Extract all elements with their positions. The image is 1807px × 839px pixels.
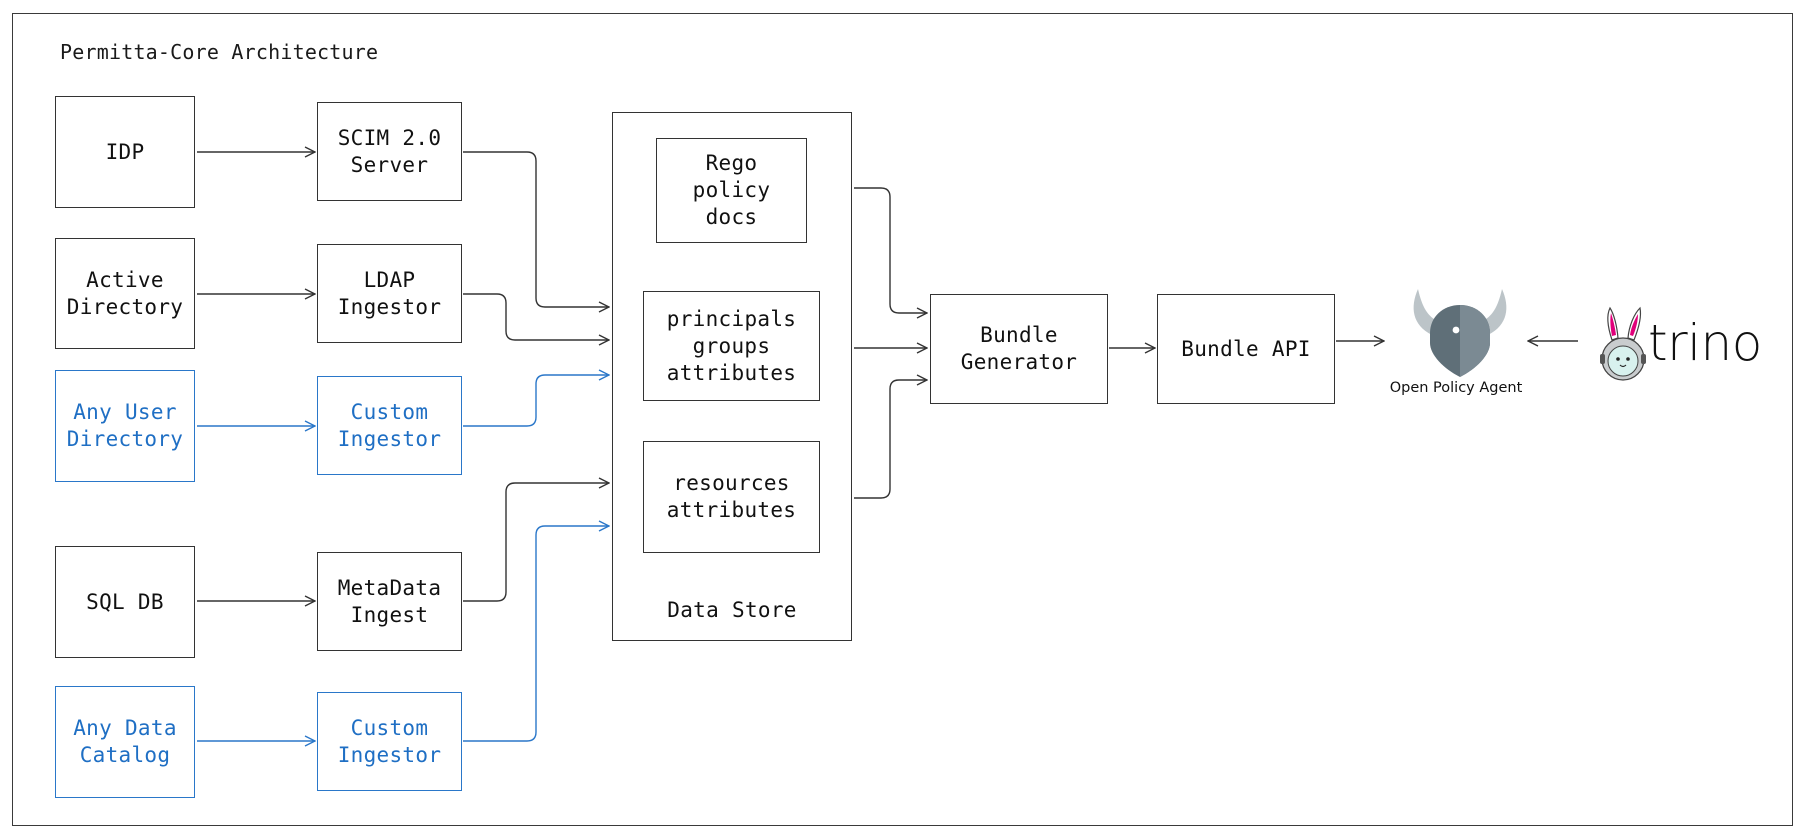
any-user-directory-label: Any User Directory [66,400,184,451]
sql-db-box: SQL DB [55,546,195,658]
any-data-catalog-label: Any Data Catalog [73,716,177,767]
idp-label: IDP [105,139,145,164]
scim-server-box: SCIM 2.0 Server [317,102,462,201]
rego-policy-docs-label: Rego policy docs [692,151,771,229]
arrow-customcatalog-to-store [463,526,609,742]
principals-box: principals groups attributes [643,291,820,401]
scim-server-label: SCIM 2.0 Server [337,125,442,177]
custom-catalog-ingestor-box: Custom Ingestor [317,692,462,791]
idp-box: IDP [55,96,195,208]
custom-catalog-ingestor-label: Custom Ingestor [337,715,442,767]
arrow-scim-to-store [463,151,609,307]
data-store-label: Data Store [667,598,797,622]
arrow-customuser-to-store [463,375,609,427]
metadata-ingest-label: MetaData Ingest [337,575,442,627]
sql-db-label: SQL DB [86,589,164,614]
resources-label: resources attributes [666,471,797,522]
bundle-generator-label: Bundle Generator [960,323,1078,374]
bundle-generator-box: Bundle Generator [930,294,1108,404]
arrow-resources-to-generator [854,380,927,499]
principals-label: principals groups attributes [666,306,797,385]
any-user-directory-box: Any User Directory [55,370,195,482]
ldap-ingestor-box: LDAP Ingestor [317,244,462,343]
bundle-api-box: Bundle API [1157,294,1335,404]
arrow-metadata-to-store [463,483,609,602]
trino-bunny-icon [1600,306,1646,381]
opa-logo-icon [1413,289,1507,377]
metadata-ingest-box: MetaData Ingest [317,552,462,651]
bundle-api-label: Bundle API [1181,336,1311,361]
rego-policy-docs-box: Rego policy docs [656,138,807,243]
opa-caption: Open Policy Agent [1389,380,1523,396]
custom-user-ingestor-label: Custom Ingestor [337,399,442,451]
trino-wordmark: trino [1648,314,1762,372]
diagram-frame [12,13,1793,826]
any-data-catalog-box: Any Data Catalog [55,686,195,798]
arrow-ldap-to-store [463,293,609,340]
arrow-rego-to-generator [854,187,927,313]
ldap-ingestor-label: LDAP Ingestor [337,267,442,319]
diagram-title: Permitta-Core Architecture [60,40,379,64]
resources-box: resources attributes [643,441,820,553]
custom-user-ingestor-box: Custom Ingestor [317,376,462,475]
active-directory-box: Active Directory [55,238,195,349]
active-directory-label: Active Directory [66,267,184,319]
